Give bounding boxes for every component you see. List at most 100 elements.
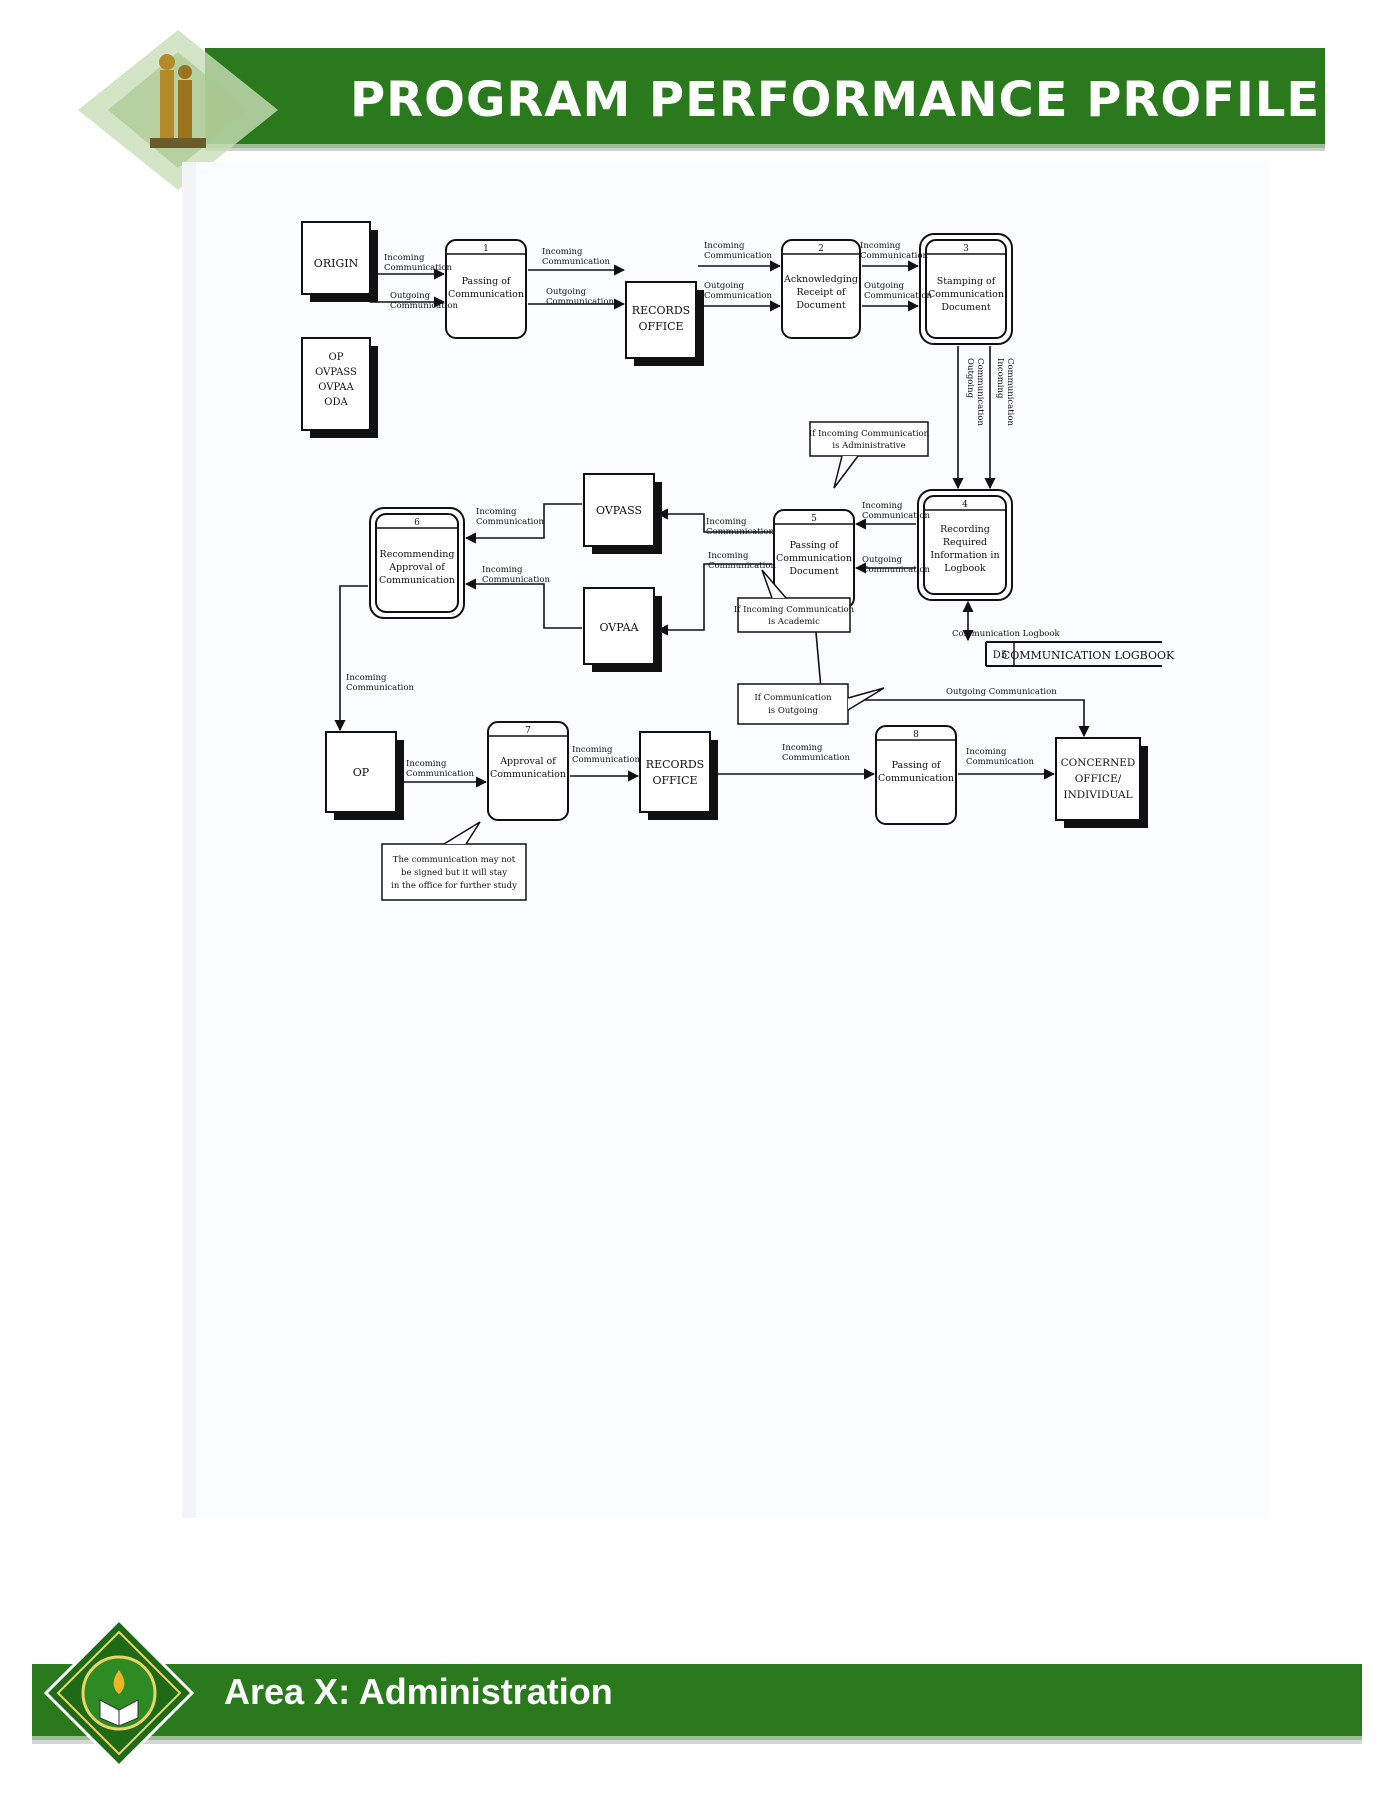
note-outgoing: If Communication is Outgoing [737,683,885,725]
entity-records-office-2-line-0: RECORDS [646,758,704,771]
flow-label-out5-b: Communication [862,565,930,575]
entity-records-office-2: RECORDS OFFICE [639,731,718,820]
flow-label-in6-b: Communication [706,527,774,537]
flow-label-in14-a: Incoming [966,747,1007,757]
footer-band [32,1664,1362,1736]
note-academic: If Incoming Communication is Academic [734,569,855,633]
process-5-line-2: Document [789,566,839,577]
flow-label-outgoing-single: Outgoing Communication [946,687,1057,697]
note-administrative-line-1: is Administrative [832,441,905,451]
flow-label-in11-a: Incoming [406,759,447,769]
flow-label-out1-b: Communication [390,301,458,311]
process-3-number: 3 [963,244,969,254]
note-stay-line-1: be signed but it will stay [401,868,507,878]
note-academic-line-1: is Academic [768,617,820,627]
process-5: 5 Passing of Communication Document [773,509,855,609]
note-stay-line-2: in the office for further study [391,881,517,891]
process-3-line-0: Stamping of [937,276,997,287]
entity-concerned-line-1: OFFICE/ [1075,773,1122,785]
university-seal-icon [44,1618,194,1768]
process-6: 6 Recommending Approval of Communication [369,507,465,619]
flow-label-in1-a: Incoming [384,253,425,263]
flow-label-in7-b: Communication [708,561,776,571]
flow-label-vert-out-b: Communication [975,358,985,426]
note-outgoing-line-1: is Outgoing [768,706,818,716]
process-3: 3 Stamping of Communication Document [919,233,1013,345]
flow-label-in6-a: Incoming [706,517,747,527]
scan-edge [182,162,196,1518]
process-3-line-2: Document [941,302,991,313]
process-6-line-0: Recommending [380,549,455,560]
datastore-name: COMMUNICATION LOGBOOK [1002,649,1175,662]
flow-label-in3-a: Incoming [704,241,745,251]
process-4-line-2: Information in [930,550,999,561]
flow-label-in10-a: Incoming [346,673,387,683]
entity-op-group-line-3: ODA [324,397,348,408]
process-1-line-1: Communication [448,289,524,300]
entity-ovpaa: OVPAA [583,587,662,672]
entity-origin-label: ORIGIN [314,257,359,270]
process-5-line-1: Communication [776,553,852,564]
flow-label-out1-a: Outgoing [390,291,431,301]
process-4-number: 4 [962,500,968,510]
flow-label-vert-in-b: Communication [1005,358,1015,426]
header-band [205,48,1325,144]
flow-label-out5-a: Outgoing [862,555,903,565]
flow-label-out4-b: Communication [864,291,932,301]
process-7: 7 Approval of Communication [487,721,569,821]
entity-records-office-1-line-0: RECORDS [632,304,690,317]
entity-ovpass: OVPASS [583,473,662,554]
entity-records-office-1-line-1: OFFICE [638,320,683,333]
datastore-d5: D5 COMMUNICATION LOGBOOK [985,641,1175,667]
process-4-line-0: Recording [940,524,990,535]
process-8-line-0: Passing of [892,760,942,771]
flow-label-vert-out-a: Outgoing [965,358,975,399]
process-4-line-3: Logbook [944,563,986,574]
process-1: 1 Passing of Communication [445,239,527,339]
process-2-number: 2 [818,244,824,254]
process-6-line-2: Communication [379,575,455,586]
entity-op: OP [325,731,404,820]
flow-label-out2-b: Communication [546,297,614,307]
entity-ovpaa-label: OVPAA [599,621,639,634]
entity-op-group-line-0: OP [329,352,344,363]
process-8-line-1: Communication [878,773,954,784]
flow-label-in5-b: Communication [862,511,930,521]
datastore-id: D5 [993,650,1007,661]
entity-op-label: OP [353,766,370,779]
process-7-number: 7 [525,726,531,736]
flow-label-logbook: Communication Logbook [952,629,1061,639]
process-6-number: 6 [414,518,420,528]
process-1-number: 1 [483,244,489,254]
process-5-number: 5 [811,514,817,524]
note-stay: The communication may not be signed but … [381,821,527,901]
process-2-line-0: Acknowledging [783,274,858,285]
entity-concerned-office: CONCERNED OFFICE/ INDIVIDUAL [1055,737,1148,828]
entity-concerned-line-2: INDIVIDUAL [1063,789,1132,801]
note-outgoing-line-0: If Communication [754,693,832,703]
flow-label-in14-b: Communication [966,757,1034,767]
entity-op-group-line-2: OVPAA [318,382,354,393]
flow-label-in12-b: Communication [572,755,640,765]
flow-label-vert-in-a: Incoming [995,358,1005,399]
page-title: PROGRAM PERFORMANCE PROFILE [350,72,1321,128]
entity-records-office-2-line-1: OFFICE [652,774,697,787]
flow-label-in7-a: Incoming [708,551,749,561]
flow-label-in11-b: Communication [406,769,474,779]
process-7-line-1: Communication [490,769,566,780]
flow-label-in2-a: Incoming [542,247,583,257]
process-3-line-1: Communication [928,289,1004,300]
process-2-line-1: Receipt of [797,287,847,298]
note-administrative: If Incoming Communication is Administrat… [809,421,930,489]
entity-concerned-line-0: CONCERNED [1061,757,1136,769]
process-8: 8 Passing of Communication [875,725,957,825]
entity-ovpass-label: OVPASS [596,504,642,517]
flow-label-in13-b: Communication [782,753,850,763]
flow-label-in12-a: Incoming [572,745,613,755]
process-4: 4 Recording Required Information in Logb… [917,489,1013,601]
flow-label-in4-a: Incoming [860,241,901,251]
entity-op-group: OP OVPASS OVPAA ODA [301,337,378,438]
flow-label-in3-b: Communication [704,251,772,261]
process-2: 2 Acknowledging Receipt of Document [781,239,861,339]
note-stay-line-0: The communication may not [393,855,516,865]
